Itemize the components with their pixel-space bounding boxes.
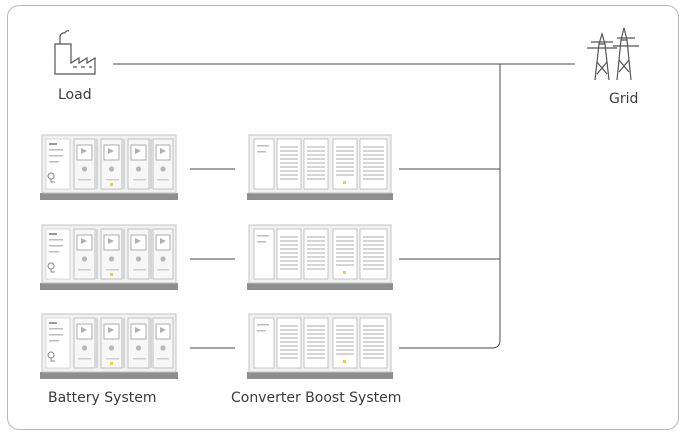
grid-label: Grid — [609, 91, 639, 107]
converter-unit — [246, 313, 394, 380]
battery-unit — [39, 313, 179, 380]
converter-boost-system-label: Converter Boost System — [231, 390, 402, 406]
battery-system-label: Battery System — [48, 390, 157, 406]
battery-unit — [39, 224, 179, 291]
converter-unit — [246, 134, 394, 201]
transmission-tower-icon — [587, 27, 639, 81]
load-label: Load — [58, 87, 92, 103]
diagram-frame — [7, 5, 679, 430]
connection-lines — [113, 63, 575, 349]
battery-unit — [39, 134, 179, 201]
factory-icon — [54, 30, 96, 75]
converter-unit — [246, 224, 394, 291]
